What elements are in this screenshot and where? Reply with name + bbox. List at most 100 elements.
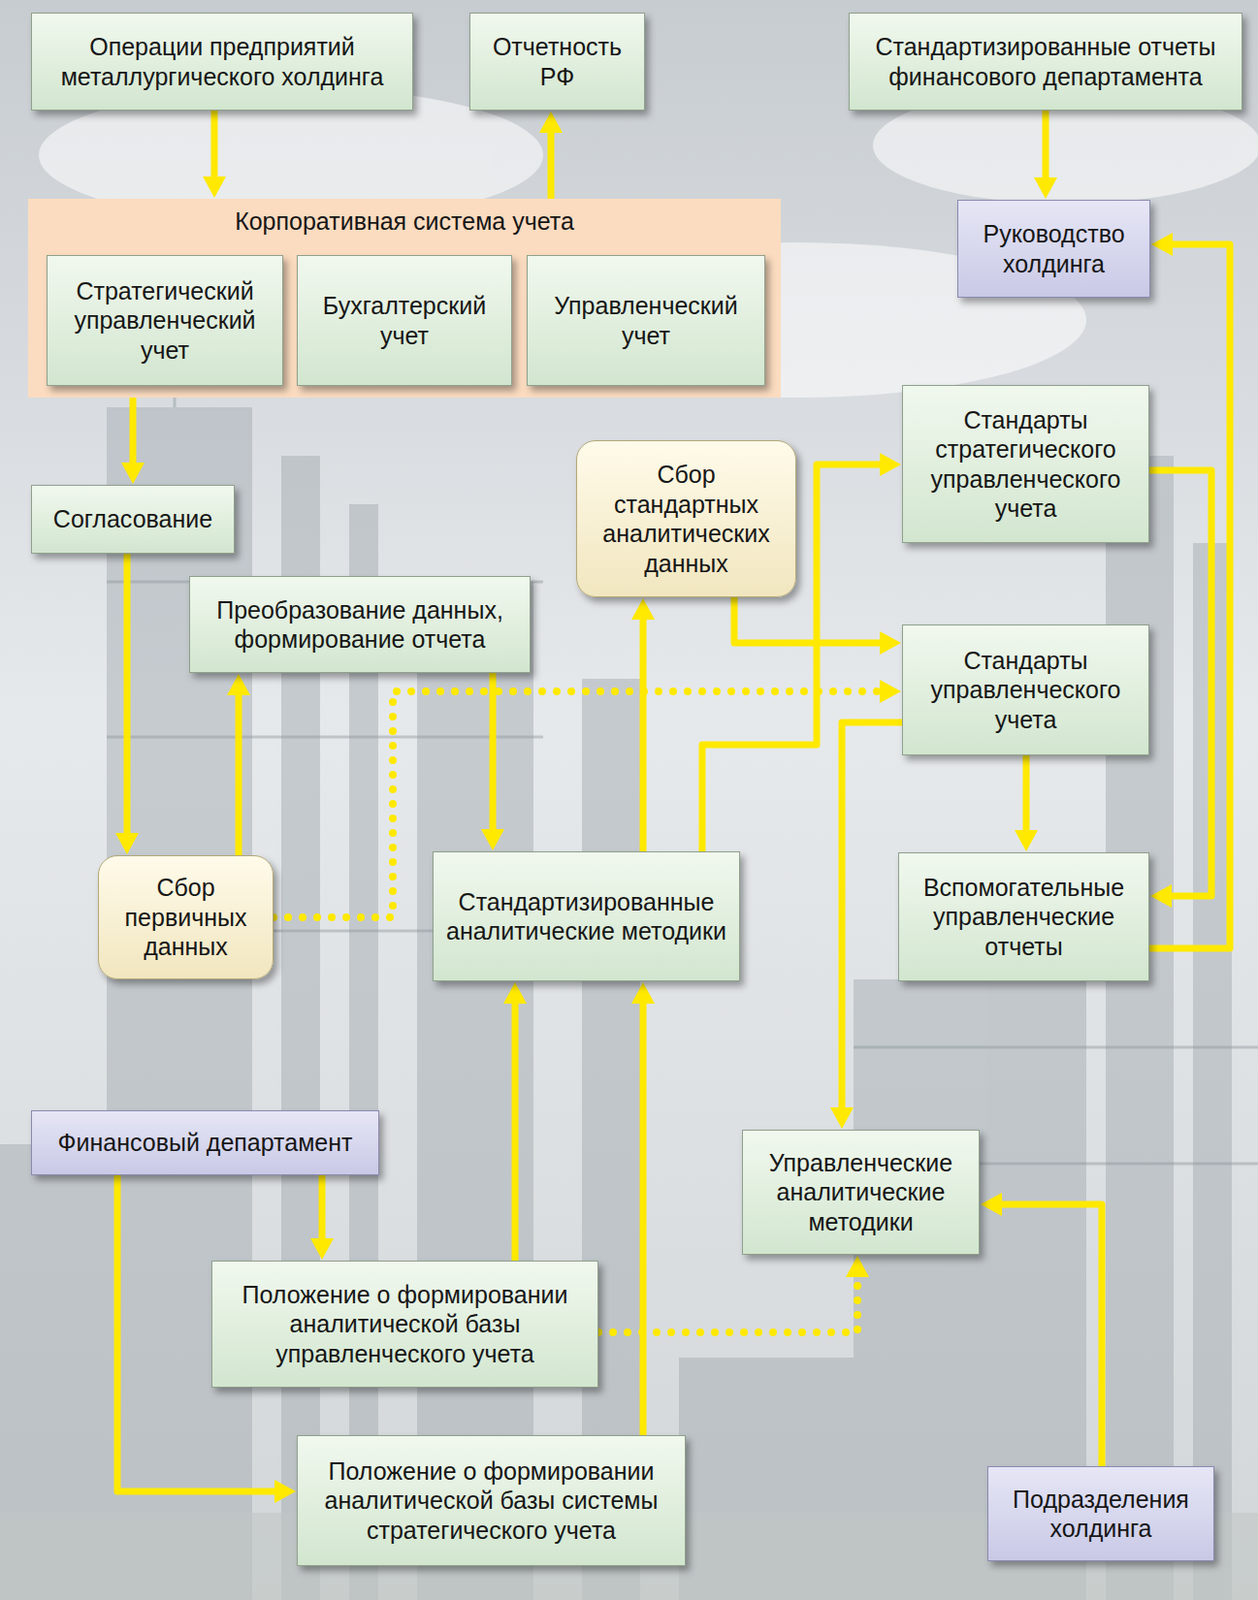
node-text: Стандарты управленческого учета (910, 645, 1141, 736)
connector-line (211, 110, 219, 177)
node-text: Сбор первичных данных (106, 872, 265, 963)
process-box: Стандарты управленческого учета (902, 624, 1150, 756)
connector-line (1149, 470, 1212, 897)
process-box: Бухгалтерский учет (296, 255, 513, 387)
connector-line (1023, 755, 1031, 831)
arrowhead (274, 1480, 296, 1504)
node-text: Положение о формировании аналитической б… (220, 1280, 590, 1370)
node-text: Положение о формировании аналитической б… (305, 1456, 678, 1547)
connector-line (841, 722, 903, 1108)
connector-line (319, 1175, 326, 1239)
arrowhead (879, 452, 902, 477)
connector-line (640, 619, 647, 852)
connector-arrow (1149, 232, 1230, 949)
node-text: Стандартизированные аналитические методи… (441, 887, 732, 947)
node-text: Финансовый департамент (57, 1128, 353, 1159)
arrowhead (310, 1238, 334, 1260)
connector-arrow (310, 1175, 334, 1260)
process-box: Отчетность РФ (469, 12, 646, 111)
connector-line (734, 597, 880, 644)
actor-box: Подразделения холдинга (987, 1466, 1215, 1562)
connector-arrow (503, 982, 527, 1261)
process-box: Положение о формировании аналитической б… (211, 1260, 599, 1388)
system-band: Корпоративная система учетаСтратегически… (28, 198, 781, 398)
process-box: Стандартизированные отчеты финансового д… (848, 12, 1243, 111)
process-box: Операции предприятий металлургического х… (31, 12, 414, 111)
process-box: Стандартизированные аналитические методи… (432, 851, 741, 982)
node-text: Согласование (53, 504, 213, 535)
connector-arrow (539, 111, 563, 199)
node-text: Стандартизированные отчеты финансового д… (857, 32, 1234, 92)
connector-line (640, 1003, 647, 1436)
node-text: Вспомогательные управленческие отчеты (906, 872, 1141, 963)
arrowhead (631, 598, 655, 620)
connector-arrow (1033, 110, 1058, 199)
connector-arrow (1149, 470, 1212, 908)
connector-arrow (121, 397, 145, 484)
plant-structures (0, 407, 1232, 1600)
connector-line (548, 132, 555, 199)
arrowhead (503, 982, 527, 1004)
arrowhead (226, 674, 251, 696)
arrowhead (1033, 177, 1058, 199)
connector-arrow (1014, 755, 1038, 852)
connector-line (1149, 244, 1230, 949)
node-text: Стандарты стратегического управленческог… (910, 405, 1141, 524)
node-text: Руководство холдинга (966, 219, 1142, 279)
arrowhead (845, 1256, 870, 1278)
node-text: Бухгалтерский учет (305, 290, 504, 351)
arrowhead (980, 1193, 1002, 1217)
connector-line (512, 1003, 519, 1261)
connector-arrow (980, 1193, 1102, 1467)
process-box: Согласование (31, 484, 235, 554)
node-text: Управленческий учет (535, 290, 757, 351)
connector-arrow (631, 982, 655, 1436)
process-box: Вспомогательные управленческие отчеты (898, 852, 1150, 982)
connector-arrow (481, 673, 505, 851)
actor-box: Руководство холдинга (957, 199, 1151, 298)
actor-box: Финансовый департамент (31, 1110, 380, 1176)
arrowhead (1151, 232, 1173, 257)
connector-line (124, 553, 131, 834)
arrowhead (1150, 884, 1172, 908)
process-box: Стратегический управленческий учет (46, 255, 284, 387)
data-box: Сбор стандартных аналитических данных (576, 440, 797, 598)
arrowhead (1014, 830, 1038, 852)
connector-line (235, 695, 243, 856)
arrowhead (539, 111, 563, 133)
connector-line (598, 1277, 858, 1333)
connector-line (1042, 110, 1050, 178)
node-text: Сбор стандартных аналитических данных (584, 459, 788, 579)
arrowhead (121, 462, 145, 484)
arrowhead (202, 176, 226, 198)
process-box: Управленческие аналитические методики (741, 1129, 980, 1256)
node-text: Стратегический управленческий учет (55, 276, 275, 366)
connector-arrow (226, 674, 251, 856)
process-box: Положение о формировании аналитической б… (296, 1435, 686, 1567)
data-box: Сбор первичных данных (97, 855, 274, 980)
connector-arrow (734, 597, 902, 655)
node-text: Управленческие аналитические методики (750, 1148, 971, 1238)
arrowhead (879, 631, 902, 655)
process-box: Управленческий учет (526, 255, 766, 387)
connector-arrow (631, 598, 655, 852)
arrowhead (115, 833, 139, 855)
arrowhead (631, 982, 655, 1004)
arrowhead (830, 1107, 854, 1129)
node-text: Подразделения холдинга (996, 1484, 1206, 1545)
node-text: Операции предприятий металлургического х… (39, 32, 405, 92)
node-text: Отчетность РФ (478, 32, 637, 92)
connector-arrow (202, 110, 226, 198)
process-box: Преобразование данных, формирование отче… (189, 576, 531, 674)
connector-line (129, 397, 137, 463)
process-box: Стандарты стратегического управленческог… (902, 385, 1150, 544)
band-heading: Корпоративная система учета (234, 206, 575, 237)
arrowhead (481, 829, 505, 851)
connector-arrow (115, 553, 139, 855)
plant-pipes (106, 368, 1258, 1164)
arrowhead (879, 679, 902, 704)
connector-arrow (598, 1256, 870, 1333)
connector-line (1001, 1204, 1102, 1467)
